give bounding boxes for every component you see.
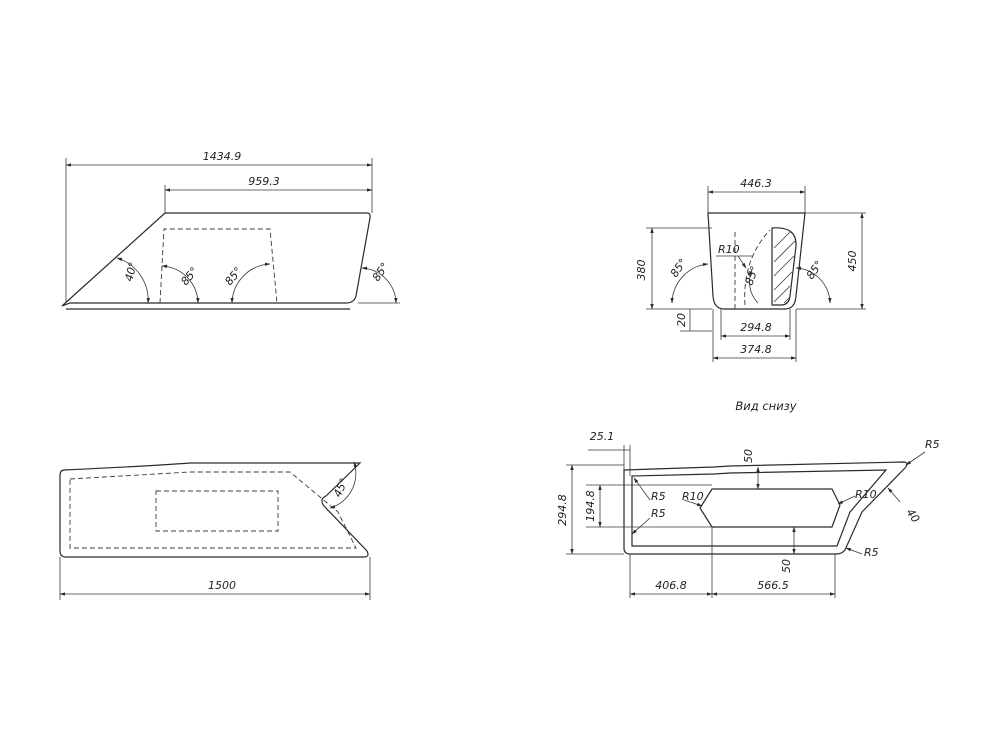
radius-r5-a: R5	[651, 490, 666, 503]
radius-leader	[633, 477, 651, 501]
dim-overall-length: 1434.9	[203, 150, 242, 163]
radius-leader-arrow	[737, 255, 747, 269]
angle-arc-bow	[329, 461, 358, 509]
angle-left-label: 85°	[668, 256, 690, 279]
dim-bevel: 40	[904, 506, 923, 525]
bottom-view: Вид снизу 294.8 194.8 25.1 50 50 406.8 5…	[556, 399, 940, 598]
bevel-leader	[887, 487, 901, 503]
side-view: 446.3 380 450 20 294.8 374.8 R10 85° 85°…	[635, 177, 866, 362]
dim-width-outer: 294.8	[556, 494, 569, 526]
radius-leader	[837, 495, 856, 505]
angle-inner-label: 85°	[743, 264, 762, 287]
dim-length-b: 566.5	[757, 579, 789, 592]
dim-floor-offset: 20	[675, 313, 688, 327]
radius-r5-c: R5	[925, 438, 940, 451]
dim-width-inner: 194.8	[584, 490, 597, 522]
plan-view-hidden-recess	[155, 490, 279, 532]
angle-arc-inner-left	[161, 264, 200, 304]
plan-view: 1500 45°	[59, 461, 371, 600]
front-view: 1434.9 959.3 40° 85° 85° 85°	[61, 150, 400, 310]
angle-arc-slope	[116, 257, 151, 304]
dim-length: 1500	[208, 579, 236, 592]
angle-inner-left-label: 85°	[178, 265, 200, 288]
dim-top-width: 446.3	[740, 177, 772, 190]
bottom-view-caption: Вид снизу	[735, 399, 796, 413]
radius-r5-d: R5	[864, 546, 879, 559]
radius-leader	[631, 517, 651, 535]
plan-view-outline	[59, 462, 369, 558]
dim-bottom-inner: 294.8	[740, 321, 772, 334]
dim-offset-bottom: 50	[780, 559, 793, 573]
bottom-view-inner-outline	[631, 469, 888, 547]
dim-offset-top: 50	[742, 449, 755, 463]
radius-leader	[845, 547, 863, 555]
radius-label: R10	[718, 243, 740, 256]
bottom-view-recess	[699, 488, 841, 528]
angle-arc-inner-right	[230, 262, 271, 304]
section-hatching	[773, 231, 797, 304]
bottom-view-outer-outline	[623, 461, 908, 555]
dim-length-a: 406.8	[655, 579, 687, 592]
side-view-section	[771, 227, 797, 306]
dim-edge: 25.1	[590, 430, 615, 443]
dim-inner-height: 380	[635, 260, 648, 281]
angle-arc-back	[361, 266, 398, 304]
front-view-hidden-cavity	[159, 228, 278, 304]
angle-slope-label: 40°	[122, 261, 140, 283]
radius-r5-b: R5	[651, 507, 666, 520]
dim-top-length: 959.3	[248, 175, 280, 188]
angle-right-label: 85°	[804, 258, 826, 281]
angle-arc-right	[795, 266, 832, 304]
angle-inner-right-label: 85°	[222, 265, 244, 288]
dim-bottom-outer: 374.8	[740, 343, 772, 356]
angle-arc-inner	[748, 269, 759, 304]
radius-r10-a: R10	[682, 490, 704, 503]
dim-overall-height: 450	[846, 251, 859, 272]
plan-view-hidden-outline	[69, 471, 357, 549]
angle-arc-left	[670, 262, 709, 304]
radius-r10-b: R10	[855, 488, 877, 501]
angle-back-label: 85°	[370, 260, 392, 283]
side-view-hidden-curve	[744, 229, 771, 306]
radius-leader	[905, 451, 926, 466]
front-view-outline	[61, 212, 371, 307]
radius-leader	[683, 499, 703, 507]
